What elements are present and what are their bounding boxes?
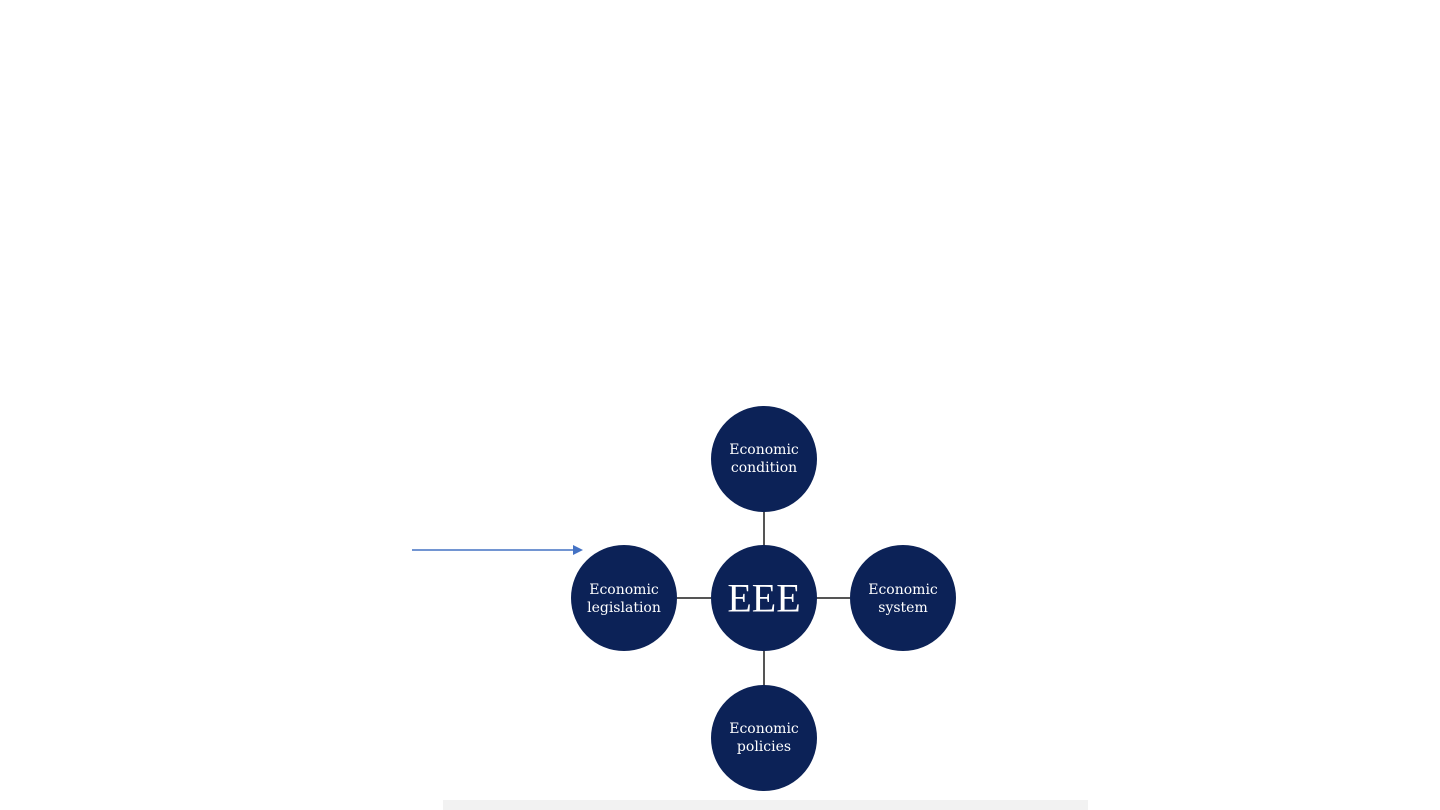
node-economic-system: Economic system — [850, 545, 956, 651]
footer-strip — [443, 800, 1088, 810]
node-eee-center-circle — [711, 545, 817, 651]
node-economic-condition-line2: condition — [731, 460, 797, 476]
node-economic-policies: Economic policies — [711, 685, 817, 791]
node-economic-policies-line1: Economic — [729, 721, 799, 737]
node-economic-condition-circle — [711, 406, 817, 512]
node-economic-legislation-line2: legislation — [587, 600, 661, 616]
node-economic-system-line2: system — [878, 600, 927, 616]
node-economic-system-circle — [850, 545, 956, 651]
node-eee-center-label: EEE — [727, 576, 800, 621]
node-economic-policies-circle — [711, 685, 817, 791]
pointer-arrow — [412, 545, 583, 555]
pointer-arrow-head-icon — [573, 545, 583, 555]
node-economic-condition-line1: Economic — [729, 442, 799, 458]
node-economic-legislation: Economic legislation — [571, 545, 677, 651]
node-economic-legislation-circle — [571, 545, 677, 651]
node-economic-condition: Economic condition — [711, 406, 817, 512]
node-economic-system-line1: Economic — [868, 582, 938, 598]
node-eee-center: EEE — [711, 545, 817, 651]
node-economic-legislation-line1: Economic — [589, 582, 659, 598]
node-economic-policies-line2: policies — [737, 739, 791, 755]
